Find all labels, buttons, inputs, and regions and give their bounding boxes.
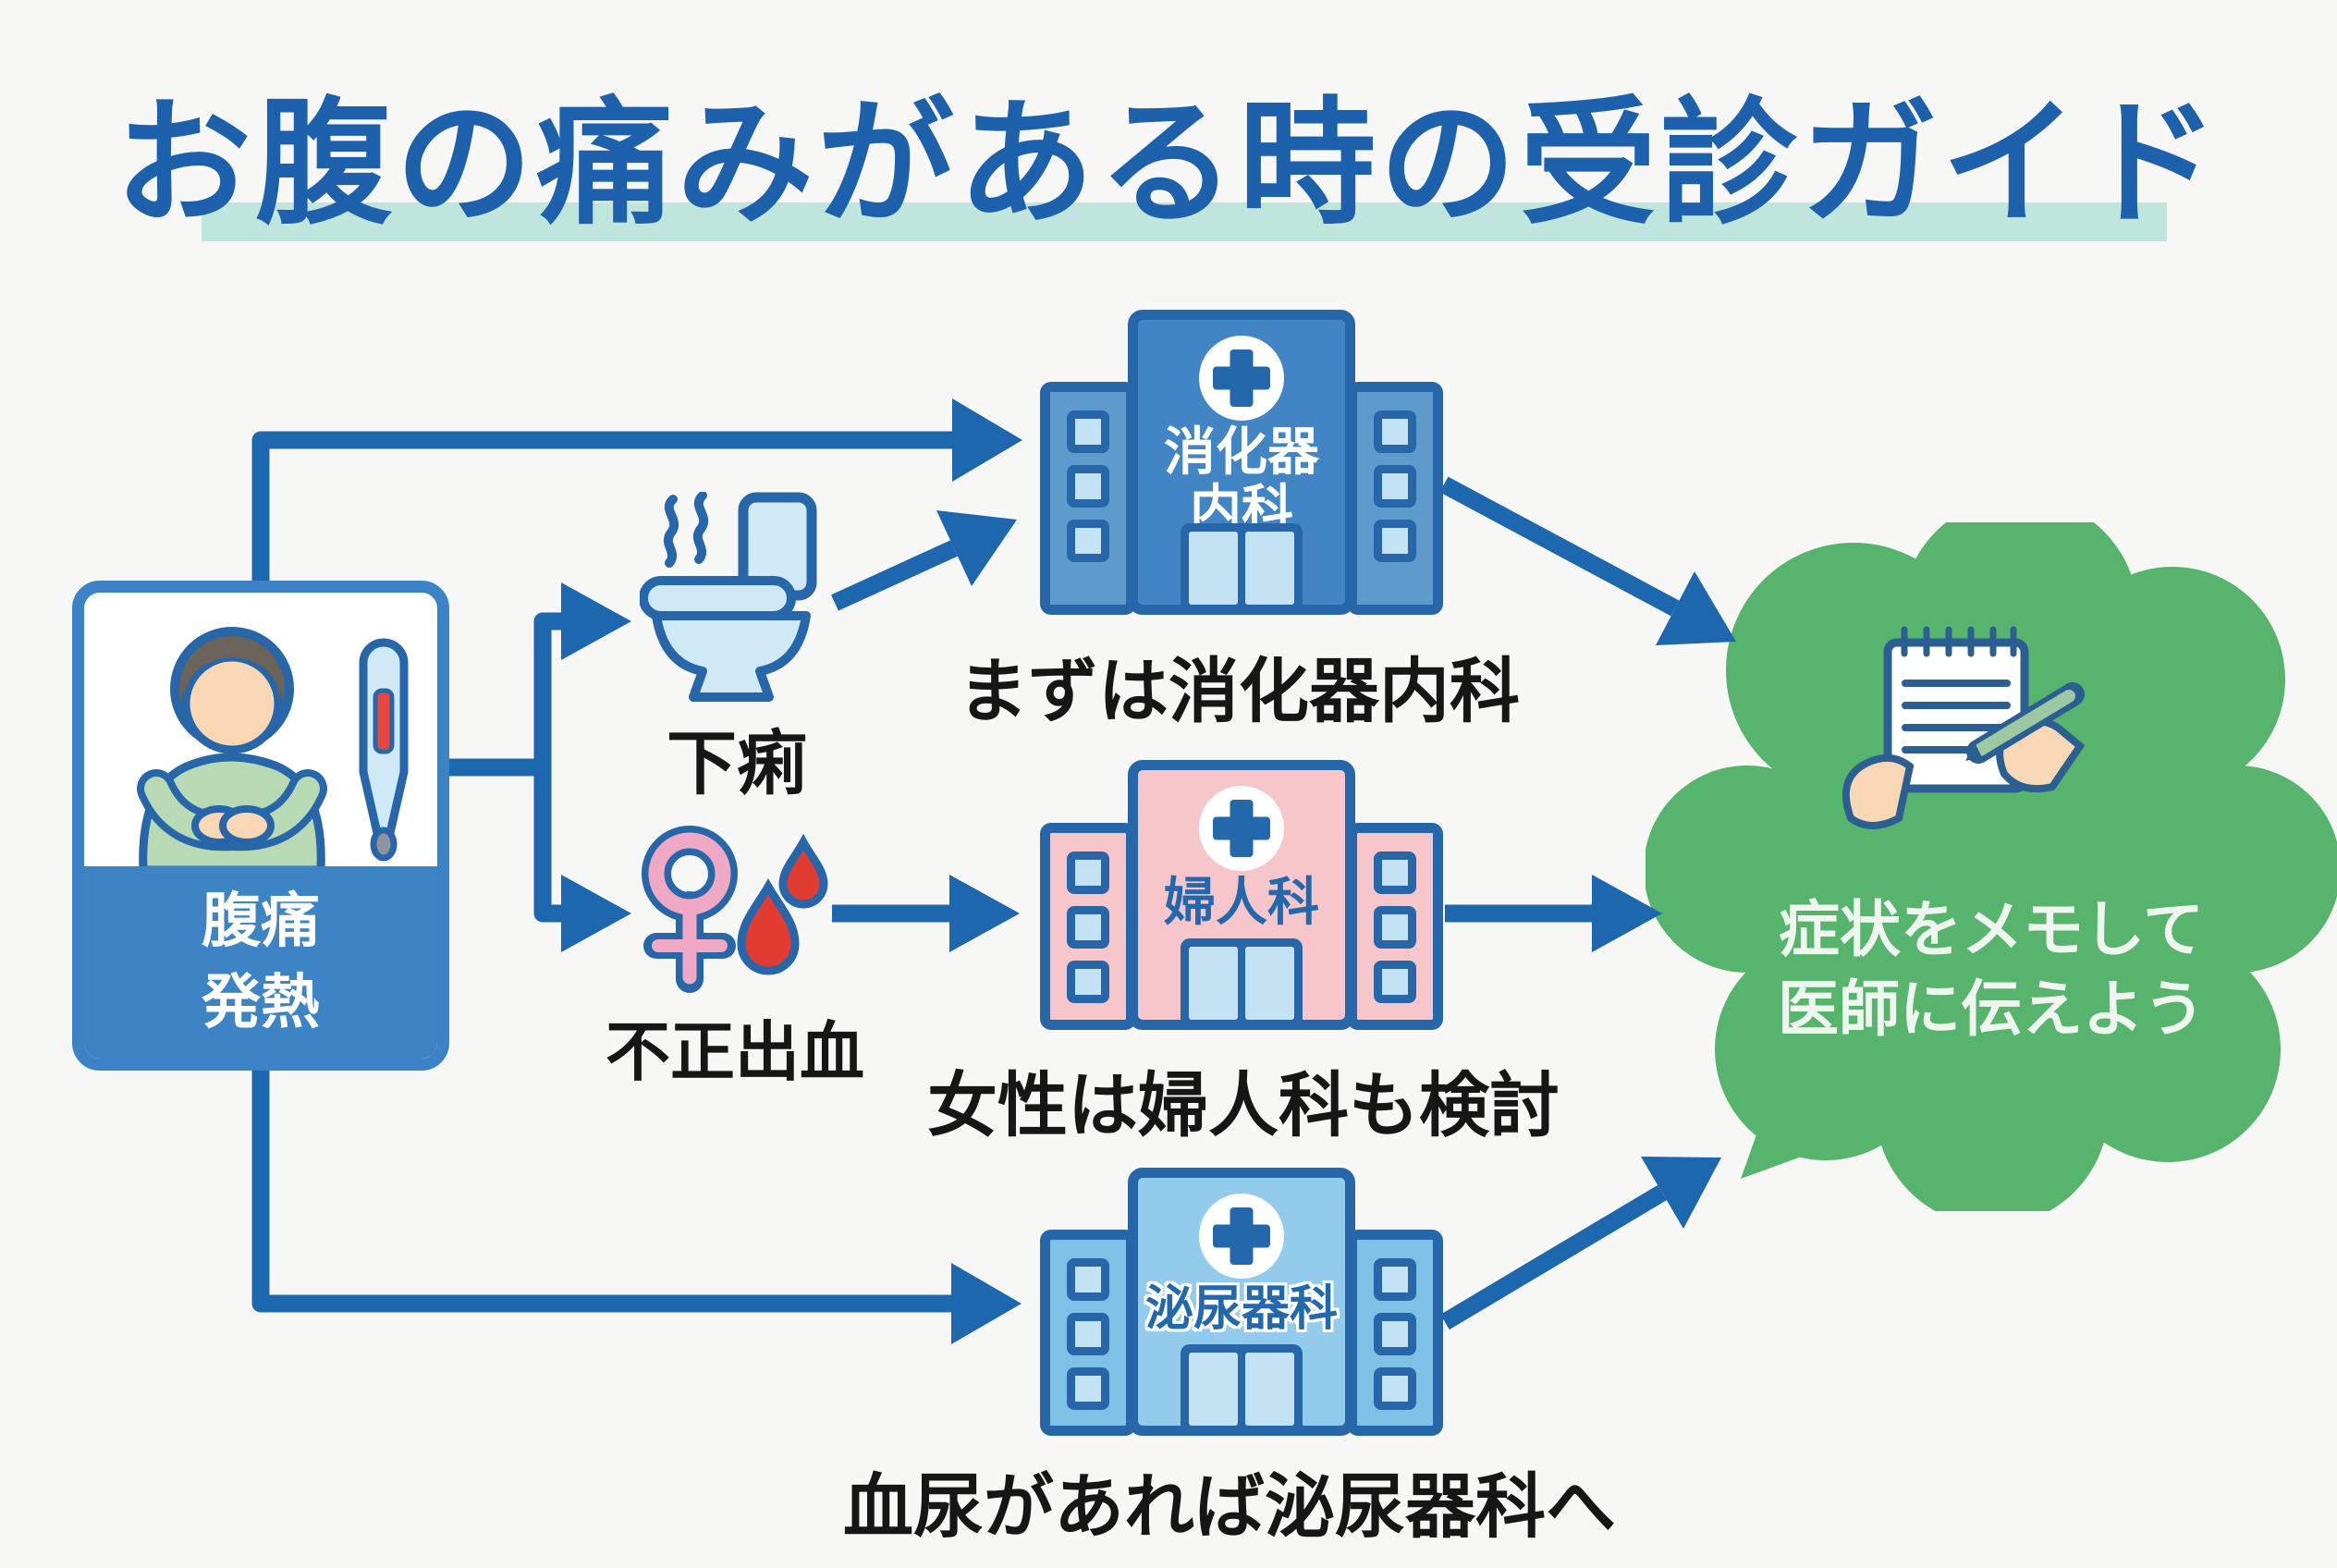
hospital-gastroenterology: 消化器 内科	[1040, 310, 1443, 615]
title-underline-band	[202, 202, 2167, 241]
hospital1-name: 消化器 内科	[1138, 427, 1345, 536]
arrow-box-to-hospital3-line	[251, 1065, 954, 1313]
patient-label-line2: 発熱	[202, 969, 320, 1037]
advice-cloud-bubble: 症状をメモして 医師に伝えよう	[1644, 496, 2337, 1226]
thermometer-icon	[359, 638, 409, 862]
window	[1374, 1258, 1416, 1301]
window	[1374, 961, 1416, 1003]
window	[1374, 1313, 1416, 1355]
hospital3-tower: 泌尿器科	[1128, 1168, 1355, 1436]
caption-gastroenterology: まずは消化器内科	[958, 650, 1520, 732]
medical-cross-icon	[1199, 786, 1284, 871]
cloud-art	[1644, 496, 2337, 1226]
window	[1374, 851, 1416, 894]
stomach-ache-person-icon	[137, 627, 409, 875]
window	[1067, 1367, 1109, 1410]
window	[1374, 410, 1416, 453]
hospital3-right-wing	[1347, 1230, 1443, 1436]
patient-box-label: 腹痛 発熱	[84, 866, 437, 1059]
hospital-urology: 泌尿器科	[1040, 1168, 1443, 1436]
arrow-toilet-to-hospital1-line	[831, 540, 958, 611]
arrowhead-hospital3-cloud	[1641, 1157, 1721, 1229]
pencil-icon	[1965, 682, 2085, 764]
symptom-label-bleeding: 不正出血	[606, 1014, 864, 1090]
hospital1-right-wing	[1347, 382, 1443, 615]
page-title: お腹の痛みがある時の受診ガイド	[115, 84, 2222, 243]
toilet-icon	[639, 491, 825, 706]
window	[1067, 1258, 1109, 1301]
window	[1374, 465, 1416, 508]
advice-line1: 症状をメモして	[1778, 894, 2205, 965]
symptom-label-diarrhea: 下痢	[667, 722, 807, 804]
hospital1-doors	[1181, 523, 1303, 605]
arrowhead-to-female	[561, 875, 631, 952]
hospital3-doors	[1181, 1344, 1303, 1426]
advice-text: 症状をメモして 医師に伝えよう	[1646, 890, 2337, 1049]
hospital1-name-line1: 消化器	[1164, 423, 1319, 483]
blood-drops-icon	[737, 833, 828, 975]
arrow-box-branch-line	[449, 612, 566, 923]
window	[1067, 851, 1109, 894]
patient-label-line1: 腹痛	[202, 887, 320, 956]
hospital2-left-wing	[1040, 823, 1136, 1030]
arrowhead-to-hospital3	[951, 1263, 1022, 1344]
advice-line2: 医師に伝えよう	[1778, 973, 2205, 1045]
hospital2-right-wing	[1347, 823, 1443, 1030]
window	[1067, 465, 1109, 508]
window	[1067, 906, 1109, 949]
window	[1374, 520, 1416, 562]
caption-urology: 血尿があれば泌尿器科へ	[843, 1465, 1616, 1548]
patient-symptom-box: 腹痛 発熱	[72, 581, 449, 1071]
hospital1-tower: 消化器 内科	[1128, 310, 1355, 615]
arrow-hospital3-to-cloud-line	[1440, 1184, 1667, 1330]
patient-art	[84, 593, 437, 875]
window	[1067, 961, 1109, 1003]
hospital2-tower: 婦人科	[1128, 760, 1355, 1030]
medical-cross-icon	[1199, 336, 1284, 421]
arrowhead-hospital1-cloud	[1656, 571, 1736, 645]
hospital-gynecology: 婦人科	[1040, 760, 1443, 1030]
window	[1374, 1367, 1416, 1410]
hospital3-left-wing	[1040, 1230, 1136, 1436]
hospital3-name-line1: 泌尿器科	[1144, 1281, 1338, 1337]
arrowhead-hospital2-cloud	[1592, 875, 1662, 952]
arrowhead-toilet-hospital1	[936, 510, 1017, 586]
arrowhead-to-hospital1	[952, 398, 1022, 482]
arrowhead-to-toilet	[561, 582, 631, 660]
bubble-tail	[1741, 1114, 1827, 1179]
caption-gynecology: 女性は婦人科も検討	[927, 1064, 1560, 1146]
female-symbol-icon	[636, 826, 835, 998]
hospital2-name: 婦人科	[1138, 877, 1345, 929]
arrowhead-female-hospital2	[949, 875, 1020, 952]
window	[1067, 410, 1109, 453]
medical-cross-icon	[1199, 1194, 1284, 1279]
arrow-hospital1-to-cloud-line	[1439, 476, 1680, 617]
hospital2-name-line1: 婦人科	[1164, 873, 1319, 933]
hospital1-left-wing	[1040, 382, 1136, 615]
notepad-writing-icon	[1841, 626, 2086, 829]
hospital2-doors	[1181, 938, 1303, 1020]
window	[1067, 1313, 1109, 1355]
window	[1067, 520, 1109, 562]
arrow-box-to-hospital1-line	[251, 431, 958, 592]
window	[1374, 906, 1416, 949]
hospital3-name: 泌尿器科	[1138, 1285, 1345, 1333]
left-hand	[1841, 753, 1915, 829]
